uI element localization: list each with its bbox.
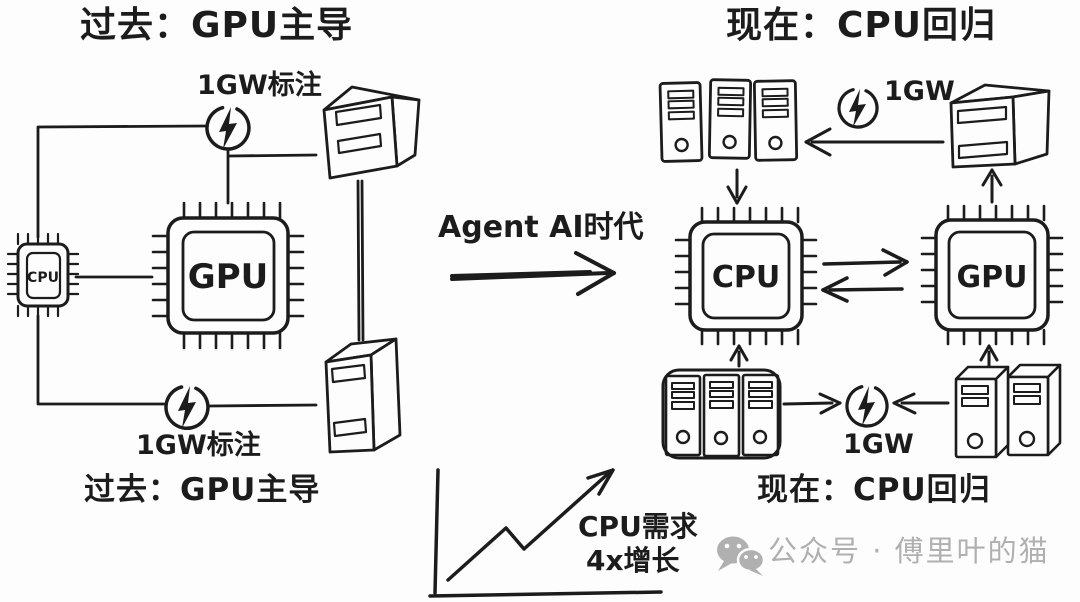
cpu-chip-right-icon: CPU — [674, 206, 818, 346]
arrow-towers-to-power — [892, 392, 950, 415]
server-rack-triple-bottom-icon — [661, 368, 782, 460]
server-rack-triple-top-icon — [658, 78, 799, 163]
gpu-chip-large-icon: GPU — [151, 201, 305, 350]
growth-chart-x-axis — [428, 590, 663, 598]
server-box-bottom-left-icon — [324, 337, 402, 454]
gpu-chip-right-label: GPU — [957, 260, 1028, 295]
lightning-icon-bottom-left — [164, 385, 210, 431]
lightning-icon-top-right — [837, 88, 879, 129]
watermark-text: 公众号 · 傅里叶的猫 — [768, 534, 1050, 568]
left-panel-caption: 过去：GPU主导 — [84, 472, 321, 508]
growth-chart-y-axis — [433, 468, 440, 595]
power-label-top-right: 1GW — [884, 76, 955, 107]
arrow-rack-down-to-cpu — [726, 168, 748, 205]
power-label-bottom-left: 1GW标注 — [136, 430, 261, 461]
server-box-top-left-icon — [322, 85, 421, 180]
arrow-rack-to-power — [782, 392, 842, 415]
era-transition-arrow — [450, 251, 616, 296]
cpu-gpu-exchange-arrows — [821, 248, 909, 303]
arrow-up-to-serverbox — [981, 168, 1003, 204]
growth-arrowhead — [586, 468, 615, 496]
tower-servers-pair-icon — [954, 363, 1062, 459]
gpu-chip-right-icon: GPU — [920, 204, 1064, 346]
lightning-icon-bottom-right — [845, 385, 889, 428]
cpu-chip-right-label: CPU — [712, 260, 780, 295]
server-box-top-right-icon — [949, 83, 1051, 169]
power-label-bottom-right: 1GW — [843, 429, 914, 460]
connector-lines-left — [36, 124, 365, 408]
arrow-up-to-gpu — [979, 344, 999, 368]
gpu-chip-large-label: GPU — [188, 257, 268, 297]
right-panel-caption: 现在：CPU回归 — [757, 472, 991, 508]
right-panel-title: 现在：CPU回归 — [726, 5, 997, 46]
cpu-chip-small-label: CPU — [27, 270, 59, 286]
growth-label-line2: 4x增长 — [586, 544, 680, 577]
arrow-serverbox-to-rack — [804, 127, 945, 157]
growth-label-line1: CPU需求 — [578, 510, 698, 543]
growth-chart — [428, 468, 663, 598]
left-panel-title: 过去：GPU主导 — [80, 5, 354, 46]
lightning-icon-top-left — [205, 105, 251, 151]
wechat-icon — [717, 536, 766, 576]
power-label-top-left: 1GW标注 — [197, 70, 322, 101]
arrow-up-to-cpu — [729, 344, 749, 368]
growth-trend-line — [446, 470, 612, 582]
era-label: Agent AI时代 — [438, 210, 644, 245]
cpu-chip-small-icon: CPU — [6, 232, 80, 318]
